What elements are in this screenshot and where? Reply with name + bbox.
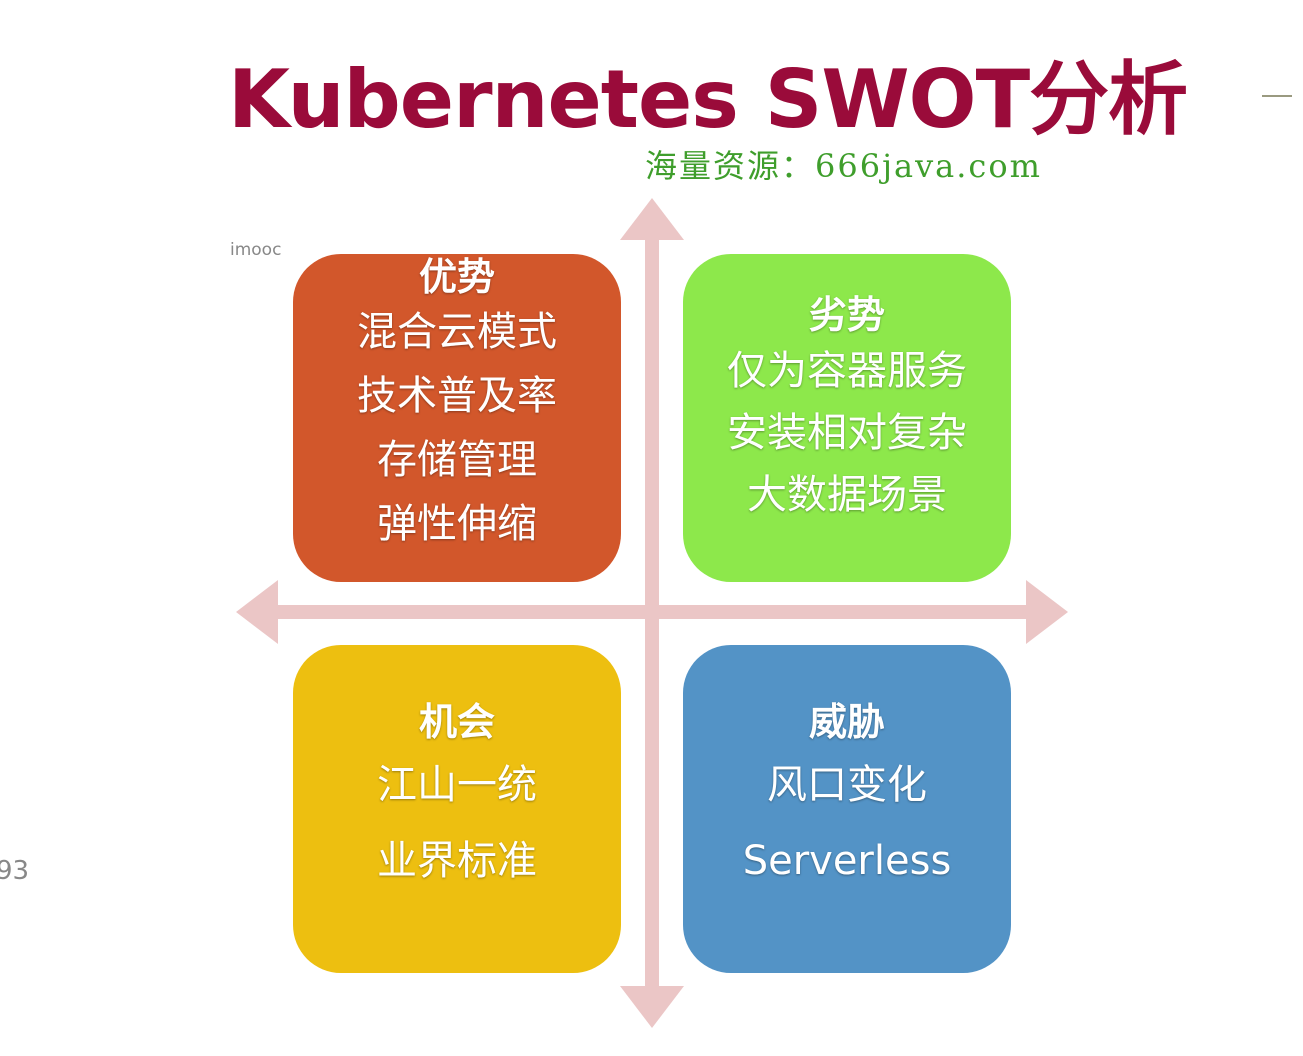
weaknesses-box: 劣势 仅为容器服务 安装相对复杂 大数据场景: [683, 254, 1011, 582]
opportunities-box: 机会 江山一统 业界标准: [293, 645, 621, 973]
weaknesses-heading: 劣势: [808, 293, 885, 337]
strengths-heading: 优势: [418, 255, 495, 299]
opportunity-item: 江山一统: [377, 762, 537, 808]
arrow-left: [236, 580, 278, 644]
slide-title: Kubernetes SWOT分析: [228, 53, 1188, 146]
watermark: imooc: [230, 240, 282, 260]
decorative-dash: [1262, 95, 1292, 97]
weakness-item: 安装相对复杂: [727, 410, 967, 456]
strengths-box: 优势 混合云模式 技术普及率 存储管理 弹性伸缩: [293, 254, 621, 582]
arrow-up: [620, 198, 684, 240]
strength-item: 存储管理: [377, 437, 537, 483]
weakness-item: 大数据场景: [747, 472, 947, 518]
threats-box: 威胁 风口变化 Serverless: [683, 645, 1011, 973]
threats-heading: 威胁: [808, 700, 885, 744]
threat-item: 风口变化: [767, 762, 927, 808]
strength-item: 技术普及率: [357, 373, 557, 419]
strength-item: 混合云模式: [357, 309, 557, 355]
arrow-right: [1026, 580, 1068, 644]
arrow-down: [620, 986, 684, 1028]
subtitle: 海量资源：666java.com: [645, 147, 1042, 185]
strength-item: 弹性伸缩: [377, 501, 537, 547]
side-number: 93: [0, 856, 30, 886]
opportunities-heading: 机会: [418, 700, 495, 744]
threat-item: Serverless: [742, 838, 952, 884]
weakness-item: 仅为容器服务: [727, 348, 967, 394]
opportunity-item: 业界标准: [377, 838, 537, 884]
horizontal-axis: [275, 605, 1030, 619]
